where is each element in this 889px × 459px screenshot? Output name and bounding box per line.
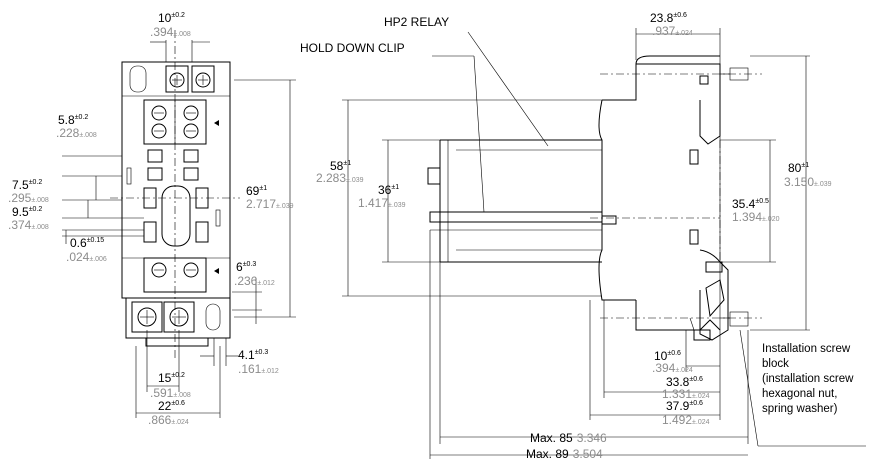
dim-37-9-inch: 1.492±.024 (662, 413, 710, 427)
dim-5-8-mm: 5.8±0.2 (58, 113, 88, 127)
dim-7-5-mm: 7.5±0.2 (12, 178, 42, 192)
label-screw-block-3: (installation screw (762, 373, 854, 385)
dim-10b-mm: 10±0.6 (654, 349, 681, 363)
dim-58-mm: 58±1 (330, 159, 351, 173)
dim-6-inch: .236±.012 (234, 274, 275, 288)
dim-15-mm: 15±0.2 (158, 371, 185, 385)
dim-10-inch: .394±.008 (150, 25, 191, 39)
dim-6-mm: 6±0.3 (236, 260, 256, 274)
dim-22-mm: 22±0.6 (158, 399, 185, 413)
dim-7-5-inch: .295±.008 (8, 191, 49, 205)
dim-80-inch: 3.150±.039 (784, 175, 832, 189)
label-screw-block-2: block (762, 358, 789, 370)
label-screw-block-1: Installation screw (762, 343, 851, 355)
label-hp2-relay: HP2 RELAY (384, 15, 449, 29)
dim-10b-inch: .394±.024 (652, 361, 693, 375)
dim-9-5-inch: .374±.008 (8, 218, 49, 232)
dim-69-mm: 69±1 (246, 184, 267, 198)
dim-36-mm: 36±1 (378, 183, 399, 197)
dim-36-inch: 1.417±.039 (358, 196, 406, 210)
dim-33-8-inch: 1.331±.024 (662, 387, 710, 401)
dim-10-mm: 10±0.2 (158, 11, 185, 25)
dim-37-9-mm: 37.9±0.6 (666, 399, 703, 413)
side-view (427, 55, 762, 341)
dim-35-4-inch: 1.394±.020 (732, 210, 780, 224)
label-screw-block-5: spring washer) (762, 403, 838, 415)
label-hold-down-clip: HOLD DOWN CLIP (300, 41, 405, 55)
dim-23-8-mm: 23.8±0.6 (650, 11, 687, 25)
dim-33-8-mm: 33.8±0.6 (666, 375, 703, 389)
dim-4-1-mm: 4.1±0.3 (238, 348, 268, 362)
side-view-texts: HP2 RELAY HOLD DOWN CLIP 23.8±0.6 .937±.… (300, 11, 854, 459)
side-view-dimensions (342, 28, 866, 459)
front-view-dimensions (62, 40, 296, 418)
dim-5-8-inch: .228±.008 (56, 126, 97, 140)
dim-0-6-inch: .024±.006 (66, 250, 107, 264)
dim-22-inch: .866±.024 (148, 413, 189, 427)
front-view (110, 30, 240, 360)
front-view-dimension-texts: 10±0.2 .394±.008 5.8±0.2 .228±.008 7.5±0… (8, 11, 294, 427)
dim-23-8-inch: .937±.024 (652, 24, 693, 38)
dim-80-mm: 80±1 (788, 161, 809, 175)
dim-58-inch: 2.283±.039 (316, 171, 364, 185)
dim-35-4-mm: 35.4±0.5 (732, 197, 769, 211)
label-screw-block-4: hexagonal nut, (762, 388, 837, 400)
dim-9-5-mm: 9.5±0.2 (12, 205, 42, 219)
dim-0-6-mm: 0.6±0.15 (70, 236, 104, 250)
dim-15-inch: .591±.008 (150, 386, 191, 400)
dim-69-inch: 2.717±.039 (246, 197, 294, 211)
dim-4-1-inch: .161±.012 (238, 362, 279, 376)
